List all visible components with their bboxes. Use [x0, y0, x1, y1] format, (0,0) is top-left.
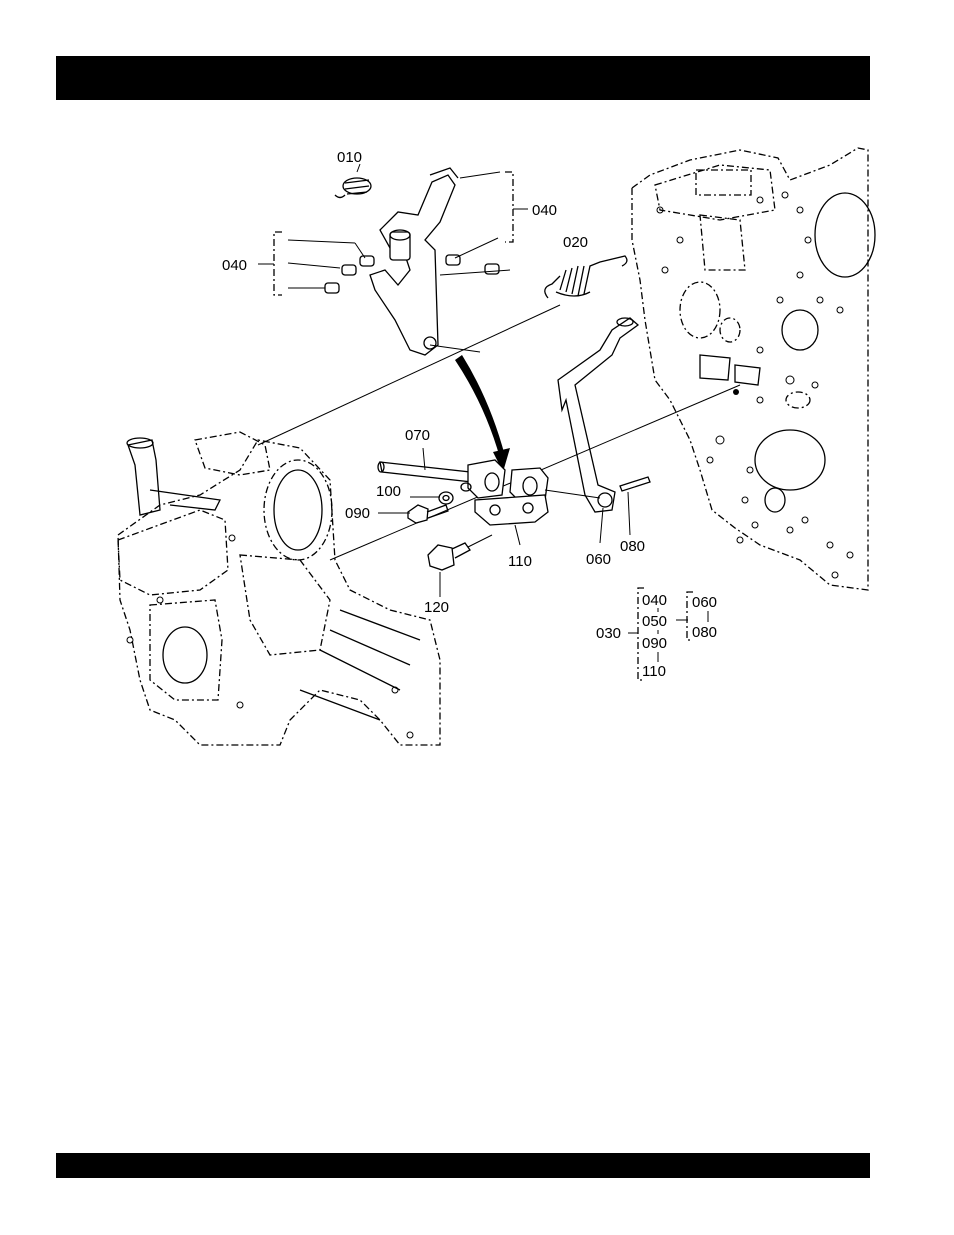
spring-020	[545, 256, 627, 298]
label-040-left: 040	[222, 257, 247, 274]
key-group-b-1: 080	[692, 624, 717, 641]
engine-block-right	[632, 148, 875, 590]
footer-bar	[56, 1153, 870, 1178]
label-070: 070	[405, 427, 430, 444]
header-bar	[56, 56, 870, 100]
label-100: 100	[376, 483, 401, 500]
label-020: 020	[563, 234, 588, 251]
label-060: 060	[586, 551, 611, 568]
label-110: 110	[508, 553, 532, 570]
part-number-labels: 010 020 040 040 070 100 090 110 060 080 …	[222, 149, 645, 616]
bracket-and-pins	[378, 448, 650, 597]
key-group-b-0: 060	[692, 594, 717, 611]
governor-lever-060	[558, 318, 638, 512]
label-120: 120	[424, 599, 449, 616]
assembly-arrow	[455, 355, 510, 472]
key-group-a-3: 110	[642, 663, 666, 680]
fork-lever-assembly	[258, 164, 528, 355]
key-group-a-2: 090	[642, 635, 667, 652]
label-080: 080	[620, 538, 645, 555]
key-root: 030	[596, 625, 621, 642]
label-040-right: 040	[532, 202, 557, 219]
key-group-a-1: 050	[642, 613, 667, 630]
gear-case-left	[118, 432, 440, 745]
assembly-key: 030 040 050 090 110 060 080	[596, 588, 717, 680]
exploded-parts-diagram: 010 020 040 040 070 100 090 110 060 080 …	[56, 130, 886, 760]
label-010: 010	[337, 149, 362, 166]
label-090: 090	[345, 505, 370, 522]
key-group-a-0: 040	[642, 592, 667, 609]
